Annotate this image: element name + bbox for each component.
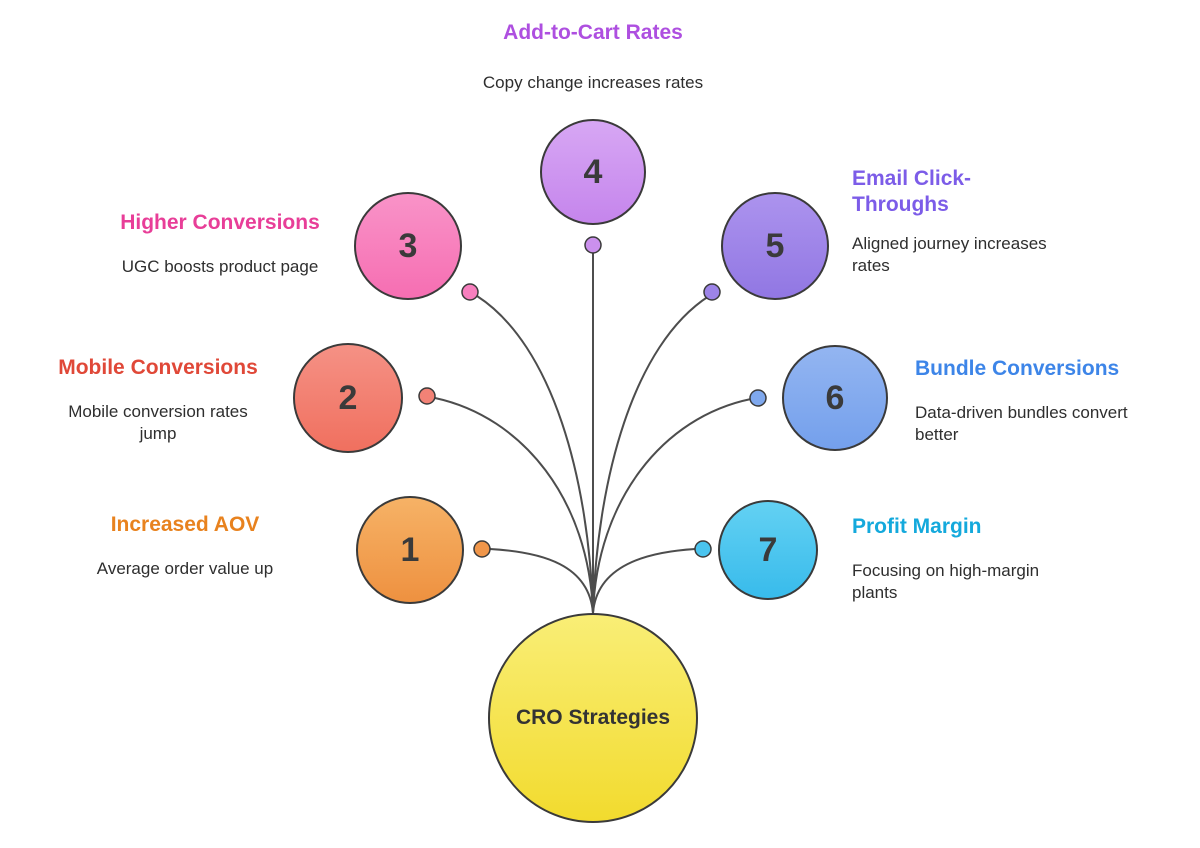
connector-line-6: [592, 398, 752, 614]
node-circle-6: 6: [782, 345, 888, 451]
connector-dot-4: [584, 236, 602, 254]
node-title-4: Add-to-Cart Rates: [503, 21, 683, 44]
node-description-5: Aligned journey increases rates: [852, 233, 1047, 275]
node-number-1: 1: [400, 530, 420, 569]
connector-dot-7: [694, 540, 712, 558]
node-description-2: Mobile conversion rates jump: [68, 402, 248, 444]
node-circle-4: 4: [540, 119, 646, 225]
node-title-1: Increased AOV: [110, 513, 260, 536]
node-description-1: Average order value up: [96, 559, 274, 579]
node-label-5: Email Click-Throughs Aligned journey inc…: [852, 166, 1082, 277]
node-circle-3: 3: [354, 192, 462, 300]
node-label-1: Increased AOV Average order value up: [60, 512, 310, 580]
node-title-5: Email Click-Throughs: [852, 167, 972, 217]
node-number-4: 4: [583, 152, 603, 191]
connector-line-3: [476, 295, 594, 614]
node-description-3: UGC boosts product page: [121, 257, 319, 277]
node-label-7: Profit Margin Focusing on high-margin pl…: [852, 514, 1072, 604]
node-number-5: 5: [765, 226, 785, 265]
connector-line-2: [434, 397, 594, 614]
center-label: CRO Strategies: [515, 706, 671, 729]
node-description-7: Focusing on high-margin plants: [852, 561, 1040, 603]
node-title-7: Profit Margin: [852, 515, 982, 538]
node-label-4: Add-to-Cart Rates Copy change increases …: [413, 20, 773, 94]
connector-line-1: [489, 548, 594, 614]
node-number-6: 6: [825, 378, 845, 417]
node-title-2: Mobile Conversions: [58, 356, 258, 379]
node-circle-2: 2: [293, 343, 403, 453]
connector-line-5: [592, 295, 710, 614]
node-number-7: 7: [758, 530, 778, 569]
node-title-3: Higher Conversions: [120, 211, 320, 234]
connector-line-7: [592, 548, 696, 614]
node-number-2: 2: [338, 378, 358, 417]
node-label-6: Bundle Conversions Data-driven bundles c…: [915, 356, 1155, 446]
node-description-6: Data-driven bundles convert better: [915, 403, 1128, 445]
node-label-3: Higher Conversions UGC boosts product pa…: [80, 210, 360, 278]
node-circle-7: 7: [718, 500, 818, 600]
node-circle-5: 5: [721, 192, 829, 300]
node-description-4: Copy change increases rates: [482, 73, 704, 93]
connector-dot-5: [703, 283, 721, 301]
connector-dot-3: [461, 283, 479, 301]
node-label-2: Mobile Conversions Mobile conversion rat…: [28, 355, 288, 445]
center-circle: CRO Strategies: [488, 613, 698, 823]
node-number-3: 3: [398, 226, 418, 265]
node-circle-1: 1: [356, 496, 464, 604]
node-title-6: Bundle Conversions: [915, 357, 1120, 380]
connector-dot-2: [418, 387, 436, 405]
connector-dot-6: [749, 389, 767, 407]
connector-dot-1: [473, 540, 491, 558]
